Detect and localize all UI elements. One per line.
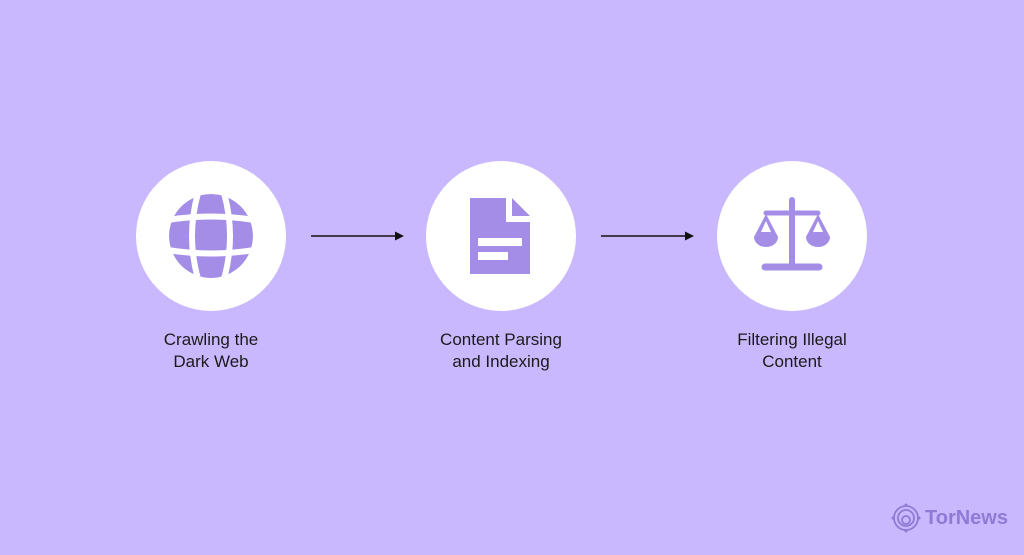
step-circle-filtering [717, 161, 867, 311]
step-label-filtering: Filtering Illegal Content [682, 329, 902, 373]
label-line: and Indexing [452, 352, 550, 371]
label-line: Dark Web [173, 352, 249, 371]
document-icon [470, 198, 530, 274]
arrow-icon [311, 231, 404, 241]
step-circle-crawling [136, 161, 286, 311]
tornews-logo: TorNews [891, 503, 1008, 533]
step-label-crawling: Crawling the Dark Web [101, 329, 321, 373]
scales-icon [754, 197, 830, 271]
arrow-icon [601, 231, 694, 241]
step-circle-parsing [426, 161, 576, 311]
label-line: Content [762, 352, 822, 371]
logo-text: TorNews [925, 506, 1008, 529]
onion-logo-icon [891, 503, 921, 533]
globe-icon [169, 194, 253, 278]
label-line: Content Parsing [440, 330, 562, 349]
label-line: Filtering Illegal [737, 330, 847, 349]
step-label-parsing: Content Parsing and Indexing [391, 329, 611, 373]
label-line: Crawling the [163, 330, 259, 349]
